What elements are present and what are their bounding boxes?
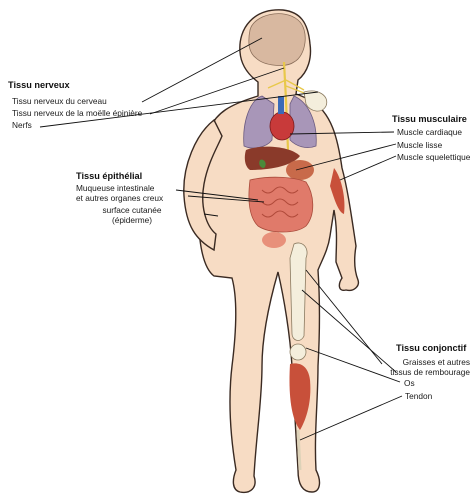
gallbladder <box>259 159 266 168</box>
nervous-title: Tissu nerveux <box>8 80 70 90</box>
nervous-item-spinal: Tissu nerveux de la moëlle épinière <box>12 108 143 118</box>
brain <box>248 13 306 66</box>
tendon <box>296 429 302 471</box>
femur <box>289 242 308 341</box>
shoulder-bone <box>303 90 328 112</box>
nervous-item-nerves: Nerfs <box>12 120 32 130</box>
liver <box>244 146 300 170</box>
nervous-item-brain: Tissu nerveux du cerveau <box>12 96 107 106</box>
epithelial-item-mucosa: Muqueuse intestinale <box>76 183 155 193</box>
bladder <box>262 232 286 248</box>
heart <box>269 111 295 141</box>
muscular-item-cardiac: Muscle cardiaque <box>397 127 463 137</box>
connective-item-bone: Os <box>404 378 415 388</box>
epithelial-item-hollow: et autres organes creux <box>76 193 164 203</box>
epithelial-title: Tissu épithélial <box>76 171 143 181</box>
stomach <box>286 160 314 180</box>
muscular-item-skeletal: Muscle squelettique <box>397 152 471 162</box>
knee-joint <box>289 343 307 361</box>
left-lung <box>243 95 275 149</box>
epithelial-item-skin: surface cutanée <box>102 205 162 215</box>
muscular-title: Tissu musculaire <box>392 114 467 124</box>
intestines <box>248 176 314 233</box>
left-arm <box>183 118 223 252</box>
epithelial-item-epidermis: (épiderme) <box>111 215 153 225</box>
calf-muscle <box>289 363 311 430</box>
forearm-muscle <box>330 168 345 214</box>
intestine-coils <box>261 186 299 218</box>
connective-title: Tissu conjonctif <box>396 343 467 353</box>
muscular-item-smooth: Muscle lisse <box>397 140 443 150</box>
connective-item-fat: Graisses et autres <box>402 357 470 367</box>
right-lung <box>289 95 317 148</box>
body-silhouette <box>198 9 360 494</box>
leader-lines <box>39 37 403 441</box>
aorta <box>278 96 284 114</box>
connective-item-tendon: Tendon <box>405 391 433 401</box>
connective-item-padding: tissus de rembourage <box>390 367 470 377</box>
